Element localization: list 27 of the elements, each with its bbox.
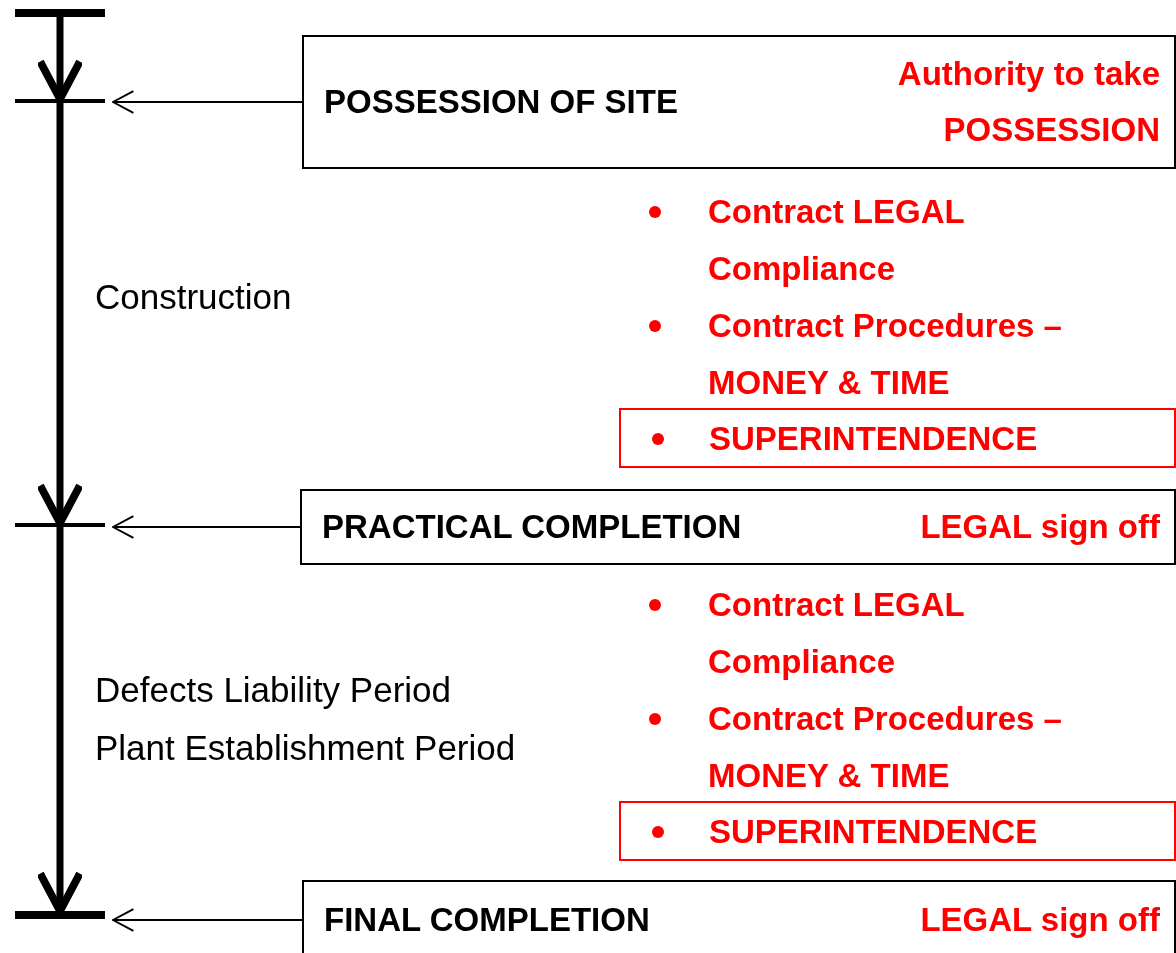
- stage-title: POSSESSION OF SITE: [324, 83, 678, 121]
- period-label: Defects Liability Period: [95, 669, 451, 711]
- period-label: Construction: [95, 276, 292, 318]
- highlight-box: [619, 408, 1176, 468]
- timeline-end-bar: [15, 9, 105, 17]
- bullet-text: Contract LEGAL Compliance: [708, 192, 966, 289]
- stage-title: PRACTICAL COMPLETION: [322, 508, 742, 546]
- arrow: [112, 515, 301, 539]
- arrow: [112, 908, 303, 932]
- stage-box: [302, 880, 1176, 953]
- bullet-text: Contract Procedures – MONEY & TIME: [708, 306, 1063, 403]
- stage-note: Authority to take POSSESSION: [896, 54, 1160, 150]
- stage-box: [300, 489, 1176, 565]
- bullet-text: Contract LEGAL Compliance: [708, 585, 966, 682]
- stage-box: [302, 35, 1176, 169]
- tick-mark: [15, 523, 105, 527]
- tick-mark: [15, 99, 105, 103]
- bullet-text: Contract Procedures – MONEY & TIME: [708, 699, 1063, 796]
- arrow: [112, 90, 303, 114]
- stage-note: LEGAL sign off: [920, 507, 1160, 547]
- timeline-end-bar: [15, 911, 105, 919]
- bullet-text: SUPERINTENDENCE: [709, 419, 1038, 459]
- stage-note: LEGAL sign off: [920, 900, 1160, 940]
- period-label: Plant Establishment Period: [95, 727, 516, 769]
- stage-title: FINAL COMPLETION: [324, 901, 650, 939]
- bullet-text: SUPERINTENDENCE: [709, 812, 1038, 852]
- highlight-box: [619, 801, 1176, 861]
